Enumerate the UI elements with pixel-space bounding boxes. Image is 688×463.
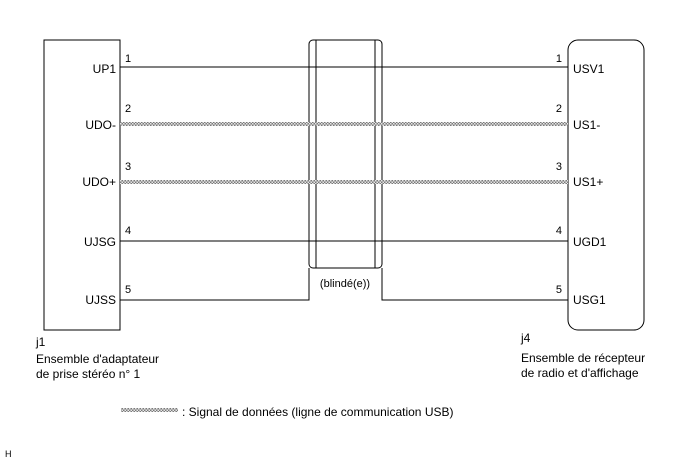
left-connector-body <box>43 39 121 331</box>
left-pin-1-name: UP1 <box>93 62 117 76</box>
right-connector-id: j4 <box>520 331 531 345</box>
right-pin-1-number: 1 <box>556 53 562 65</box>
right-pin-4-number: 4 <box>556 225 562 237</box>
shield-bundle <box>308 39 383 269</box>
left-pin-2-number: 2 <box>125 103 131 115</box>
left-connector-name-line1: Ensemble d'adaptateur <box>36 352 159 366</box>
right-pin-5-number: 5 <box>556 284 562 296</box>
right-pin-2-name: US1- <box>573 118 600 132</box>
wire-2 <box>120 122 568 126</box>
left-pin-5-number: 5 <box>125 284 131 296</box>
right-pin-3-number: 3 <box>556 161 562 173</box>
left-connector-name-line2: de prise stéréo n° 1 <box>36 367 141 381</box>
wire-3 <box>120 180 568 184</box>
left-pin-3-number: 3 <box>125 161 131 173</box>
left-pin-5-name: UJSS <box>85 293 116 307</box>
right-pin-2-number: 2 <box>556 103 562 115</box>
right-connector-name-line2: de radio et d'affichage <box>521 366 639 380</box>
legend-data-swatch <box>121 408 178 412</box>
left-pin-4-number: 4 <box>125 225 131 237</box>
right-pin-3-name: US1+ <box>573 175 603 189</box>
left-pin-3-name: UDO+ <box>82 175 116 189</box>
right-pin-5-name: USG1 <box>573 293 606 307</box>
right-pin-4-name: UGD1 <box>573 235 607 249</box>
right-connector-name-line1: Ensemble de récepteur <box>521 351 645 365</box>
right-pin-1-name: USV1 <box>573 62 605 76</box>
left-pin-1-number: 1 <box>125 53 131 65</box>
wire-5 <box>120 268 568 301</box>
left-pin-2-name: UDO- <box>85 118 116 132</box>
right-connector-body <box>567 39 645 331</box>
left-pin-4-name: UJSG <box>84 235 116 249</box>
corner-mark: H <box>5 449 12 459</box>
left-connector-id: j1 <box>35 335 46 349</box>
shield-label: (blindé(e)) <box>320 278 370 290</box>
legend-text: : Signal de données (ligne de communicat… <box>182 405 454 419</box>
